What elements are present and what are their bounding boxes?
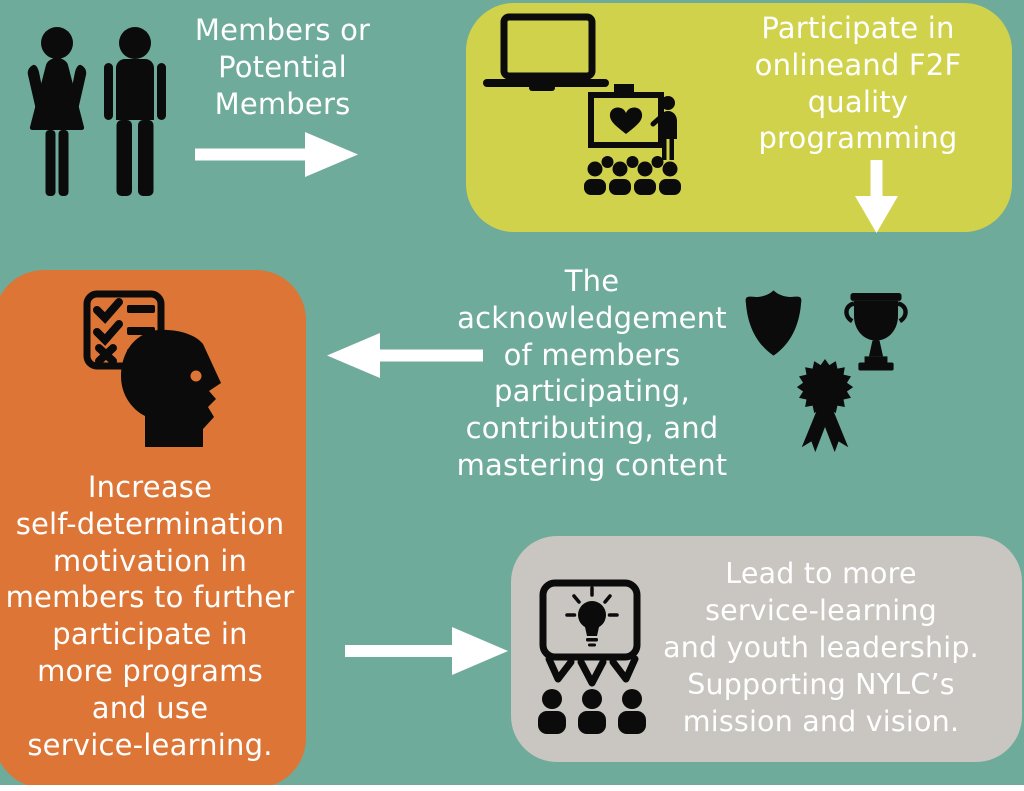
woman-icon xyxy=(20,26,94,198)
award-ribbon-icon xyxy=(786,358,864,455)
arrow-right-outcome-icon xyxy=(345,627,508,675)
motivation-label: Increase self-determination motivation i… xyxy=(5,470,295,762)
arrow-right-members-icon xyxy=(195,132,358,177)
bottom-white-strip xyxy=(0,785,1024,791)
acknowledgement-label: The acknowledgement of members participa… xyxy=(456,264,728,482)
idea-speech-bubble-group-icon xyxy=(536,576,648,734)
participate-label: Participate in onlineand F2F quality pro… xyxy=(754,11,962,156)
trophy-icon xyxy=(843,293,909,374)
arrow-down-participate-icon xyxy=(855,160,898,233)
shield-icon xyxy=(745,288,802,358)
members-label: Members or Potential Members xyxy=(194,13,371,121)
outcome-label: Lead to more service-learning and youth … xyxy=(663,557,979,738)
thinking-head-checklist-icon xyxy=(83,286,228,448)
participate-box xyxy=(466,3,1012,232)
arrow-left-acknowledgement-icon xyxy=(327,333,483,378)
presentation-icon xyxy=(583,83,695,195)
man-icon xyxy=(100,26,170,198)
laptop-icon xyxy=(483,13,609,91)
